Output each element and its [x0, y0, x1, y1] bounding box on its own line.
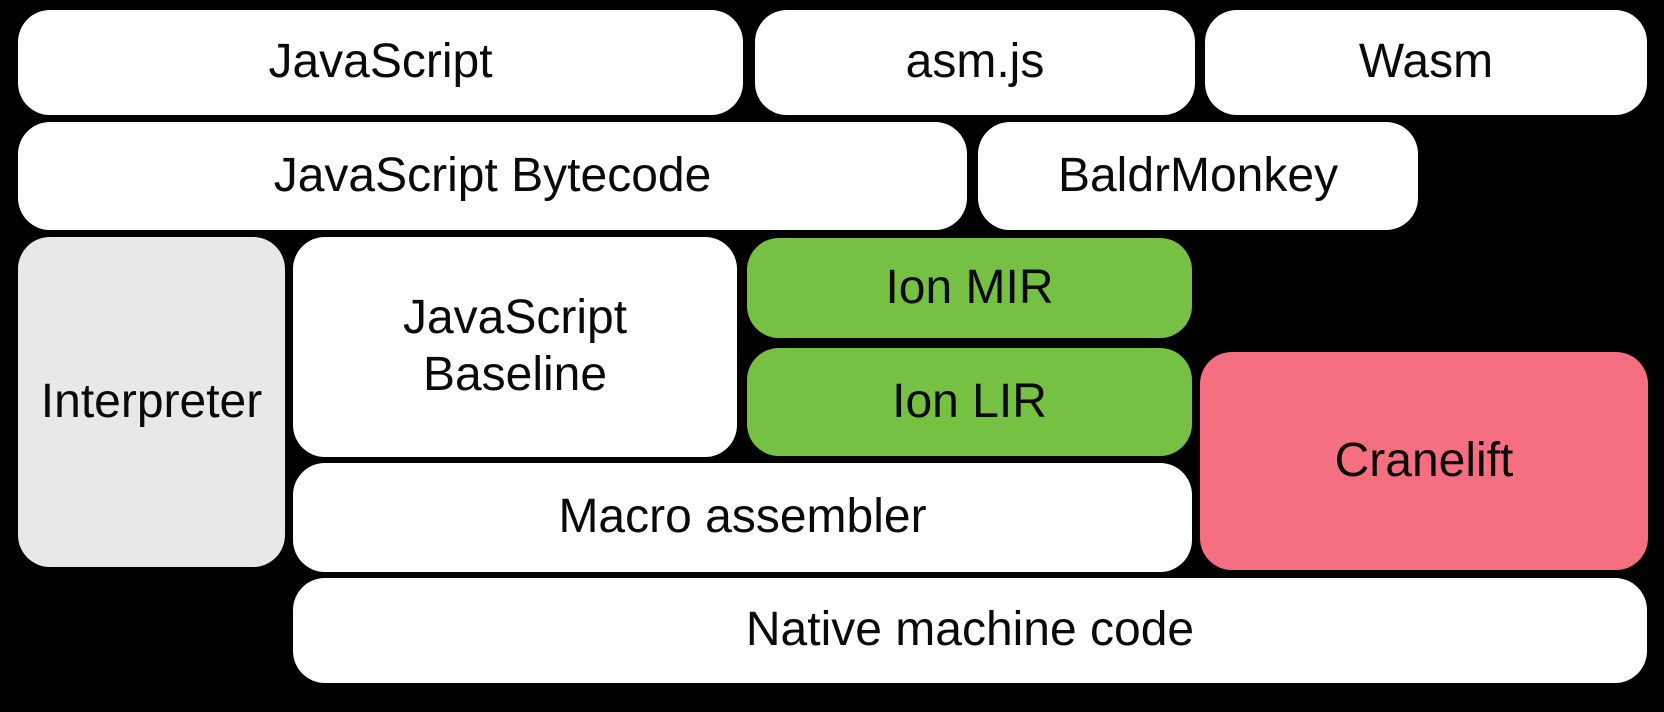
box-macro-assembler: Macro assembler [293, 463, 1192, 572]
box-label-baldrmonkey: BaldrMonkey [1057, 148, 1339, 202]
box-label-interpreter: Interpreter [40, 374, 263, 428]
box-native-machine-code: Native machine code [293, 578, 1647, 683]
box-javascript-bytecode: JavaScript Bytecode [18, 122, 967, 230]
box-javascript: JavaScript [18, 10, 743, 115]
box-label-asmjs: asm.js [905, 35, 1045, 89]
box-label-ion-lir: Ion LIR [892, 374, 1047, 428]
box-label-macro-assembler: Macro assembler [558, 490, 927, 544]
box-ion-mir: Ion MIR [747, 238, 1192, 338]
box-cranelift: Cranelift [1200, 352, 1648, 570]
box-ion-lir: Ion LIR [747, 348, 1192, 456]
box-baldrmonkey: BaldrMonkey [978, 122, 1418, 230]
box-label-ion-mir: Ion MIR [885, 260, 1054, 314]
box-label-javascript-bytecode: JavaScript Bytecode [273, 148, 712, 202]
box-label-wasm: Wasm [1358, 35, 1494, 89]
box-label-cranelift: Cranelift [1334, 433, 1514, 487]
box-javascript-baseline: JavaScript Baseline [293, 237, 737, 457]
box-label-javascript-baseline: JavaScript Baseline [402, 291, 628, 401]
box-label-native-machine-code: Native machine code [745, 603, 1195, 657]
box-interpreter: Interpreter [18, 237, 285, 567]
box-label-javascript: JavaScript [268, 35, 493, 89]
box-wasm: Wasm [1205, 10, 1647, 115]
box-asmjs: asm.js [755, 10, 1195, 115]
